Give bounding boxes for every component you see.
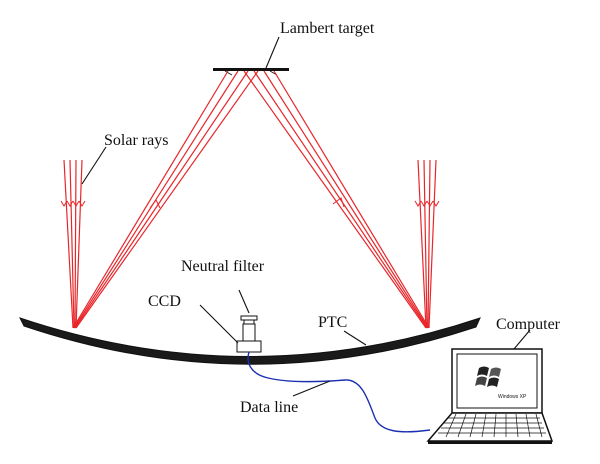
- windows-flag-icon: [475, 366, 501, 387]
- laptop-icon: Windows XP: [426, 348, 554, 444]
- ptc-trough: [19, 317, 481, 365]
- label-ptc: PTC: [318, 314, 347, 331]
- neutral-filter: [240, 315, 258, 321]
- label-neutral-filter: Neutral filter: [181, 258, 265, 275]
- label-data-line: Data line: [240, 399, 298, 416]
- laptop-keyboard: [438, 413, 546, 438]
- ccd-camera-icon: [236, 315, 262, 353]
- label-solar-rays: Solar rays: [104, 132, 168, 149]
- reflected-rays-right: [243, 70, 430, 329]
- lambert-target: [213, 68, 289, 76]
- reflected-rays-left: [72, 70, 259, 329]
- label-ccd: CCD: [148, 293, 181, 310]
- os-logo-text: Windows XP: [498, 394, 527, 400]
- solar-rays-group: [60, 70, 440, 329]
- label-lambert-target: Lambert target: [280, 20, 375, 37]
- leader-lines: [81, 36, 531, 397]
- incoming-rays-right: [414, 159, 440, 329]
- label-computer: Computer: [496, 316, 561, 333]
- incoming-rays-left: [60, 159, 86, 329]
- data-line-cable: [247, 351, 431, 433]
